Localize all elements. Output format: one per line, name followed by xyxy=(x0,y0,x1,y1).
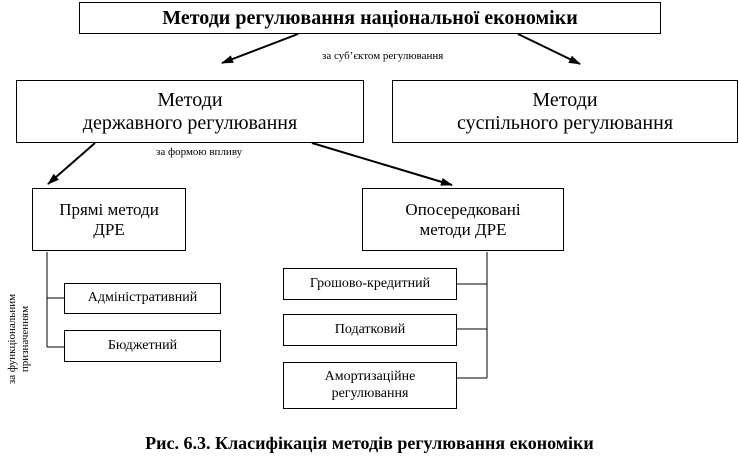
function-label: за функціональним призначенням xyxy=(6,293,31,385)
social-methods-node: Методи суспільного регулювання xyxy=(392,80,738,143)
root-node: Методи регулювання національної економік… xyxy=(79,2,661,34)
indirect-methods-node: Опосередковані методи ДРЕ xyxy=(362,188,564,251)
direct-methods-node: Прямі методи ДРЕ xyxy=(32,188,186,251)
form-label: за формою впливу xyxy=(156,146,243,158)
arrow-root-to-state xyxy=(221,33,299,64)
direct-item-budget: Бюджетний xyxy=(64,330,221,362)
arrow-state-to-indirect xyxy=(311,142,453,186)
indirect-item-tax: Податковий xyxy=(283,314,457,346)
indirect-item-amortization: Амортизаційне регулювання xyxy=(283,362,457,409)
state-methods-node: Методи державного регулювання xyxy=(16,80,364,143)
indirect-item-monetary: Грошово-кредитний xyxy=(283,268,457,300)
direct-item-administrative: Адміністративний xyxy=(64,283,221,314)
arrow-state-to-direct xyxy=(47,142,96,185)
figure-caption: Рис. 6.3. Класифікація методів регулюван… xyxy=(145,433,594,453)
subject-label: за суб’єктом регулювання xyxy=(322,50,444,62)
arrow-root-to-social xyxy=(517,33,581,65)
